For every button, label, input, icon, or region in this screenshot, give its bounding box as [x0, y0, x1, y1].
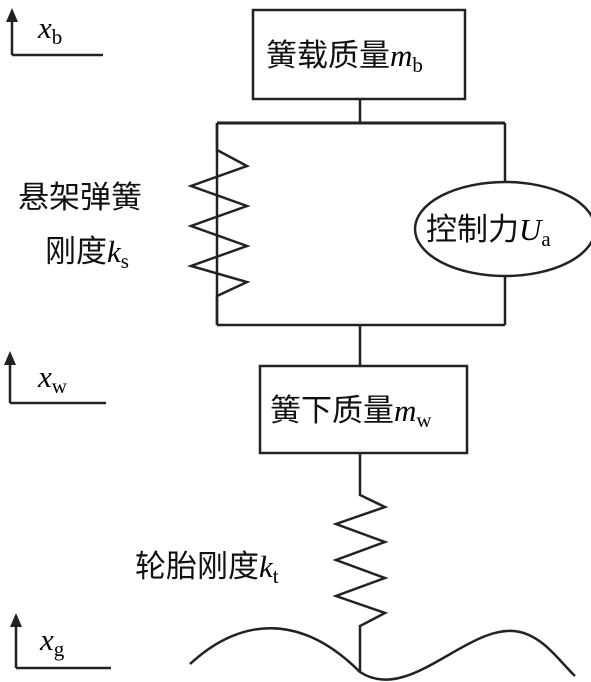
control-force-label: 控制力: [426, 212, 519, 248]
tire-spring-icon: [332, 453, 389, 672]
tire-stiffness-symbol: k: [259, 549, 274, 584]
road-surface: [189, 627, 576, 681]
control-force-actuator: [413, 180, 591, 278]
arrow-up-icon: [6, 8, 18, 22]
ground-displacement-subscript: g: [54, 637, 65, 661]
svg-text:xg: xg: [39, 622, 65, 661]
svg-text:轮胎刚度kt: 轮胎刚度kt: [135, 549, 279, 588]
body-displacement-symbol: x: [37, 10, 52, 45]
suspension-spring-symbol: k: [107, 234, 122, 269]
svg-text:簧下质量mw: 簧下质量mw: [270, 393, 432, 432]
sprung-mass-label: 簧载质量: [266, 38, 390, 74]
ground-displacement-symbol: x: [39, 622, 54, 657]
ground-displacement-axis: xg: [10, 613, 111, 670]
wheel-displacement-subscript: w: [52, 374, 68, 398]
tire-stiffness-subscript: t: [273, 564, 279, 588]
svg-text:xw: xw: [37, 359, 68, 398]
svg-text:簧载质量mb: 簧载质量mb: [266, 38, 423, 77]
svg-text:xb: xb: [37, 10, 62, 49]
tire-stiffness-label: 轮胎刚度: [135, 549, 259, 585]
svg-text:刚度ks: 刚度ks: [45, 234, 129, 273]
unsprung-mass-box: [258, 364, 469, 455]
wheel-displacement-axis: xw: [4, 351, 106, 405]
sprung-mass-subscript: b: [412, 53, 423, 77]
suspension-spring-label-line2: 刚度: [45, 234, 107, 270]
unsprung-mass-label: 簧下质量: [270, 393, 394, 429]
suspension-spring-icon: [186, 123, 251, 325]
unsprung-mass-subscript: w: [416, 408, 432, 432]
body-displacement-axis: xb: [6, 8, 103, 57]
wheel-displacement-symbol: x: [37, 359, 52, 394]
unsprung-mass-symbol: m: [394, 393, 416, 428]
suspension-spring-subscript: s: [121, 249, 129, 273]
arrow-up-icon: [4, 351, 16, 365]
svg-text:控制力Ua: 控制力Ua: [426, 212, 551, 251]
sprung-mass-symbol: m: [390, 38, 412, 73]
control-force-subscript: a: [541, 227, 551, 251]
body-displacement-subscript: b: [52, 25, 63, 49]
sprung-mass-box: [251, 8, 467, 101]
control-force-symbol: U: [519, 212, 544, 247]
arrow-up-icon: [10, 613, 22, 627]
suspension-spring-label-line1: 悬架弹簧: [18, 180, 142, 216]
